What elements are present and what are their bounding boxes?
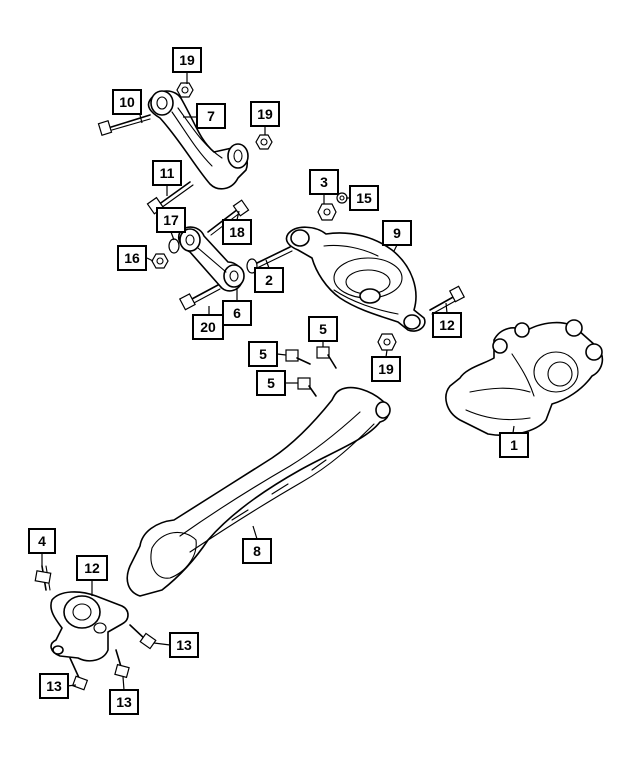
callout-13-left: 13 <box>39 673 69 699</box>
callout-17: 17 <box>156 207 186 233</box>
svg-text:9: 9 <box>393 225 401 241</box>
svg-text:17: 17 <box>163 212 179 228</box>
callout-3: 3 <box>309 169 339 195</box>
callout-18: 18 <box>222 219 252 245</box>
svg-text:20: 20 <box>200 319 216 335</box>
callout-5-top: 5 <box>308 316 338 342</box>
nut-19-lower <box>377 333 397 351</box>
svg-text:1: 1 <box>510 437 518 453</box>
upper-control-arm <box>147 90 249 190</box>
bolt-11 <box>429 285 466 315</box>
callout-19-top: 19 <box>172 47 202 73</box>
svg-text:12: 12 <box>84 560 100 576</box>
callout-20: 20 <box>192 314 224 340</box>
callout-5-bottom: 5 <box>256 370 286 396</box>
svg-text:19: 19 <box>179 52 195 68</box>
bolt-13-center <box>114 649 130 679</box>
svg-text:5: 5 <box>259 346 267 362</box>
bolt-4 <box>34 565 52 591</box>
svg-text:13: 13 <box>116 694 132 710</box>
callout-10: 12 <box>76 555 108 581</box>
callout-5-left: 5 <box>248 341 278 367</box>
callout-12-lower: 11 <box>152 160 182 186</box>
washer-17 <box>168 238 180 254</box>
callout-4: 4 <box>28 528 56 554</box>
svg-text:16: 16 <box>124 250 140 266</box>
bolt-20 <box>178 284 221 311</box>
nut-19-right <box>255 134 273 150</box>
nut-19-top <box>176 82 194 98</box>
callout-19-lower: 19 <box>371 356 401 382</box>
leader-lines <box>41 72 515 691</box>
trailing-arm <box>126 386 391 597</box>
svg-text:4: 4 <box>38 533 46 549</box>
svg-text:7: 7 <box>207 108 215 124</box>
bolt-5-b <box>316 346 337 369</box>
lateral-link <box>177 226 245 292</box>
callout-8: 8 <box>242 538 272 564</box>
lower-control-arm <box>285 226 426 332</box>
svg-text:5: 5 <box>267 375 275 391</box>
bolt-2 <box>246 246 293 274</box>
svg-text:6: 6 <box>233 305 241 321</box>
svg-text:13: 13 <box>176 637 192 653</box>
callout-9: 9 <box>382 220 412 246</box>
bolt-13-right <box>129 624 157 650</box>
nut-3 <box>317 203 337 221</box>
svg-text:3: 3 <box>320 174 328 190</box>
svg-text:10: 10 <box>119 94 135 110</box>
bolt-12-upper <box>97 114 151 136</box>
nut-16 <box>151 253 169 269</box>
knuckle <box>445 319 604 437</box>
svg-text:13: 13 <box>46 678 62 694</box>
callout-13-right: 13 <box>169 632 199 658</box>
svg-text:18: 18 <box>229 224 245 240</box>
callout-1: 1 <box>499 432 529 458</box>
callout-2: 2 <box>254 267 284 293</box>
svg-text:8: 8 <box>253 543 261 559</box>
svg-text:19: 19 <box>257 106 273 122</box>
svg-text:15: 15 <box>356 190 372 206</box>
callout-6: 6 <box>222 300 252 326</box>
callout-16: 16 <box>117 245 147 271</box>
callout-11: 12 <box>432 312 462 338</box>
bolt-5-c <box>297 377 317 397</box>
svg-text:12: 12 <box>439 317 455 333</box>
mount-bracket <box>50 591 129 662</box>
callout-19-right: 19 <box>250 101 280 127</box>
bolt-13-left <box>69 657 89 691</box>
bolt-5-a <box>285 349 311 365</box>
svg-text:19: 19 <box>378 361 394 377</box>
callout-13-center: 13 <box>109 689 139 715</box>
callout-12-upper: 10 <box>112 89 142 115</box>
callout-7: 7 <box>196 103 226 129</box>
svg-text:11: 11 <box>160 165 175 181</box>
svg-text:2: 2 <box>265 272 273 288</box>
svg-text:5: 5 <box>319 321 327 337</box>
callout-15: 15 <box>349 185 379 211</box>
